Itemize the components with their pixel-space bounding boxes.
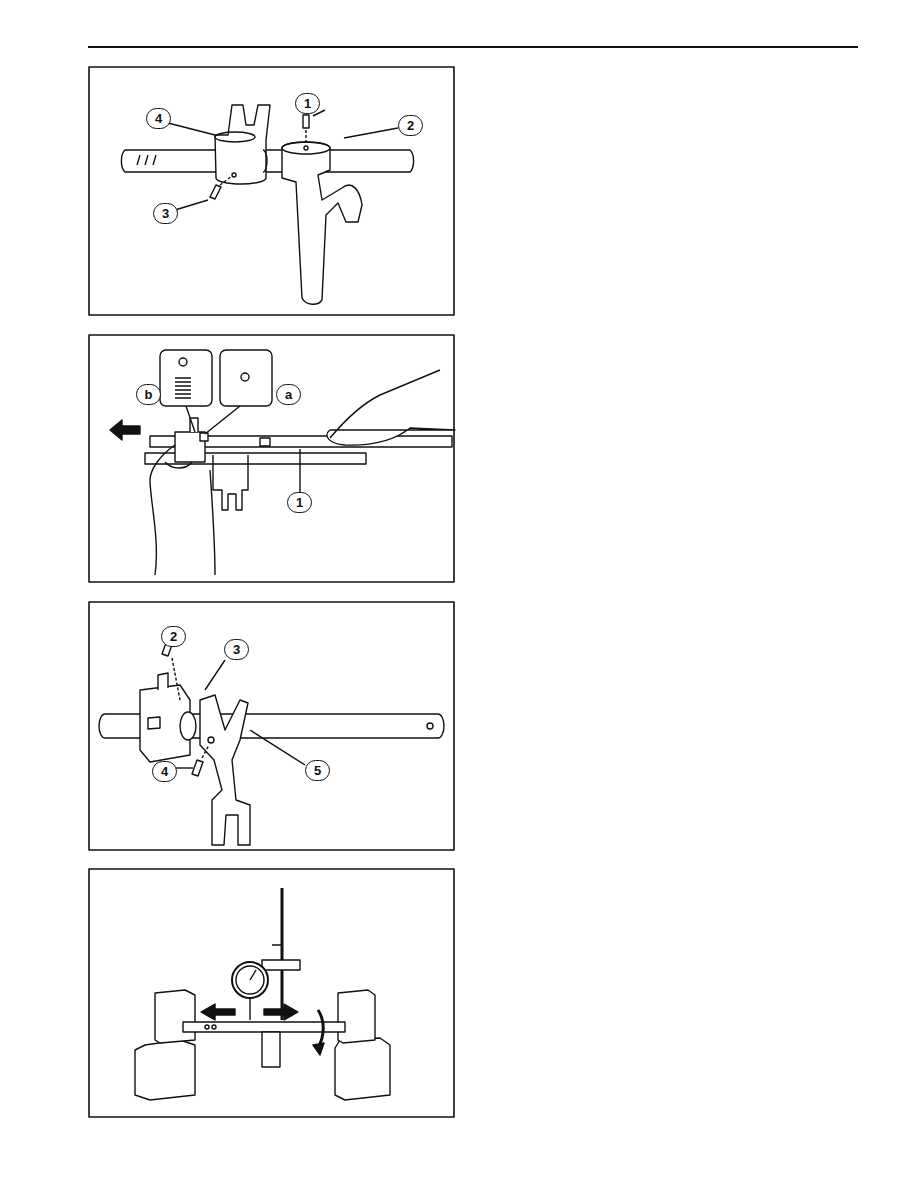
- callout-number: 1: [287, 492, 312, 513]
- callout-number: 3: [153, 203, 178, 224]
- callout-number: b: [136, 384, 161, 405]
- callout-number: a: [276, 384, 301, 405]
- callout-number: 4: [146, 108, 171, 129]
- callout-number: 1: [295, 93, 320, 114]
- callout-number: 2: [398, 115, 423, 136]
- callout-number: 4: [152, 761, 177, 782]
- callout-number: 3: [224, 639, 249, 660]
- callout-number: 2: [161, 626, 186, 647]
- callout-number: 5: [305, 760, 330, 781]
